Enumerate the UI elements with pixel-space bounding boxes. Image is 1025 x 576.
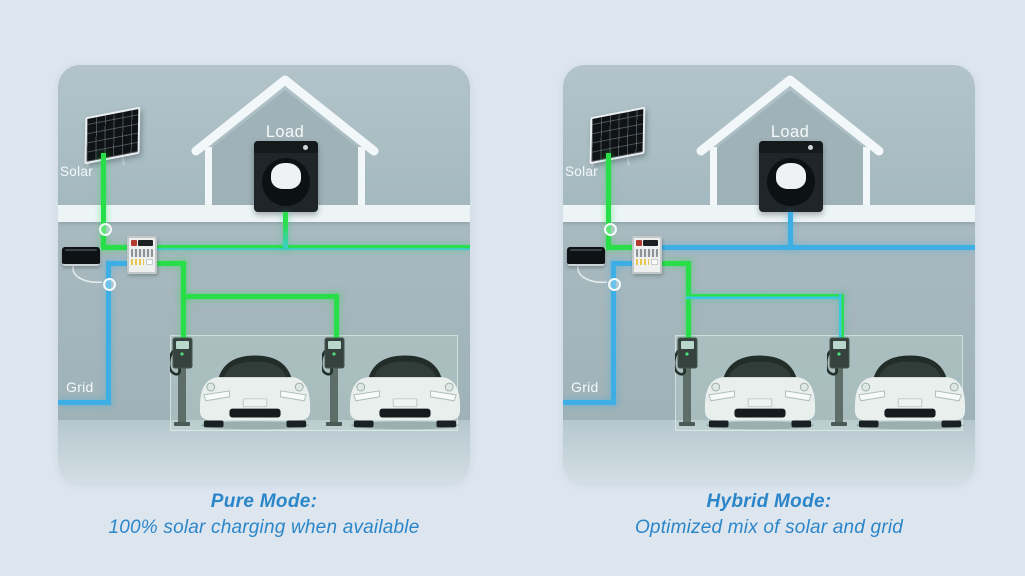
charger-feed-wire [662,261,691,266]
grid-wire-node [608,278,621,291]
ev-charger-icon [827,337,850,426]
breaker-box-icon [127,236,157,274]
solar-wire-node [604,223,617,236]
pure-mode-title: Pure Mode: [210,491,318,512]
smart-meter-icon [567,247,605,266]
grid-wire-horizontal [58,400,111,405]
grid-wire-vertical [106,261,111,405]
pure-mode-panel: Load Solar Grid [58,65,470,483]
breaker-led [131,240,137,246]
smart-meter-icon [62,247,100,266]
breaker-led [636,240,642,246]
car-image [199,355,311,430]
grid-wire-node [103,278,116,291]
solar-panel-icon [583,106,649,168]
hybrid-mode-caption: Hybrid Mode: Optimized mix of solar and … [563,491,975,539]
grid-wire-horizontal [563,400,616,405]
hybrid-mode-title: Hybrid Mode: [706,491,832,512]
breaker-fuses [636,259,649,265]
house-load-wire [157,245,470,250]
washer-drop-wire [788,212,793,250]
wall-ledge [563,205,975,222]
hybrid-mode-panel: Load Solar Grid [563,65,975,483]
charger-feed-wire [157,261,186,266]
grid-wire-stub [106,261,129,266]
breaker-display [138,240,153,246]
charger2-wire [334,294,339,343]
solar-wire-vertical [606,153,611,250]
breaker-row [636,259,658,265]
load-label: Load [770,123,810,141]
solar-panel-face [589,106,646,165]
grid-wire-stub [611,261,634,266]
washer-icon [254,141,318,212]
car-image [349,355,461,430]
washer-knob [808,145,813,150]
breaker-switch [146,259,153,265]
solar-label: Solar [565,164,599,179]
hybrid-mode-subtitle: Optimized mix of solar and grid [634,517,904,538]
washer-drop-wire [283,212,288,250]
charger-branch-wire [686,294,844,299]
car-image [854,355,966,430]
solar-wire-node [99,223,112,236]
solar-panel-icon [78,106,144,168]
washer-control-panel [254,141,318,153]
washer-door-glass [271,163,301,189]
solar-wire-horizontal [101,245,129,250]
breaker-row [131,249,153,257]
breaker-row [131,259,153,265]
charger2-wire [839,294,844,343]
grid-label: Grid [66,379,94,395]
charger1-wire [181,261,186,343]
load-label: Load [265,123,305,141]
washer-icon [759,141,823,212]
wall-ledge [58,205,470,222]
ev-charger-icon [675,337,698,426]
charger-branch-wire [181,294,339,299]
charger1-wire [686,261,691,343]
ev-charger-icon [170,337,193,426]
washer-door [767,158,815,206]
washer-door-glass [776,163,806,189]
washer-control-panel [759,141,823,153]
grid-wire-vertical [611,261,616,405]
car-image [704,355,816,430]
solar-panel-face [84,106,141,165]
pure-mode-caption: Pure Mode: 100% solar charging when avai… [58,491,470,539]
pure-mode-subtitle: 100% solar charging when available [108,517,420,538]
solar-label: Solar [60,164,94,179]
breaker-row [636,240,658,247]
breaker-box-icon [632,236,662,274]
breaker-switch [651,259,658,265]
washer-knob [303,145,308,150]
breaker-row [636,249,658,257]
breaker-row [131,240,153,247]
washer-door [262,158,310,206]
smart-meter-display [65,249,97,251]
house-load-wire [662,245,975,250]
solar-wire-horizontal [606,245,634,250]
grid-label: Grid [571,379,599,395]
ev-charger-icon [322,337,345,426]
smart-meter-display [570,249,602,251]
breaker-fuses [131,259,144,265]
breaker-display [643,240,658,246]
solar-wire-vertical [101,153,106,250]
